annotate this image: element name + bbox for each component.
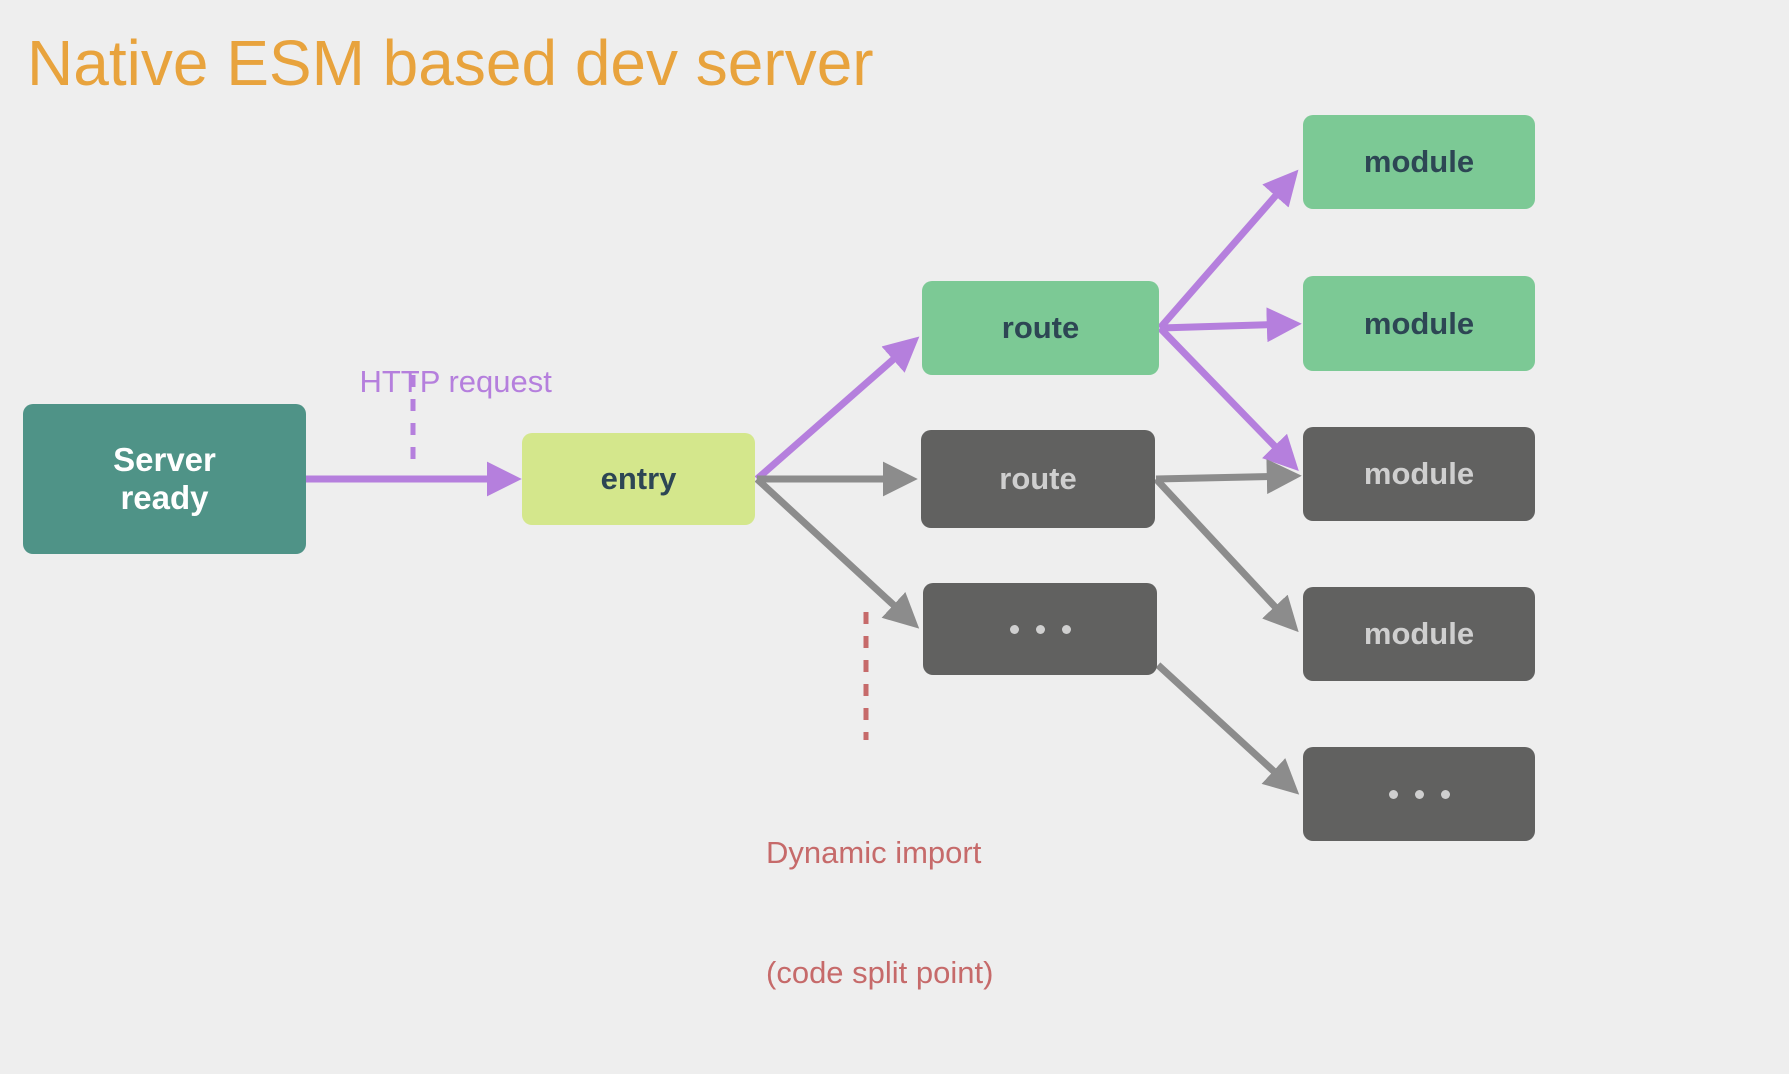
node-route-inactive[interactable]: route [921, 430, 1155, 528]
edge-route-inactive-to-module-3 [1155, 459, 1302, 495]
edge-entry-to-route-active [754, 336, 920, 482]
http-request-text: HTTP request [359, 364, 552, 400]
node-module-3-label: module [1363, 456, 1475, 492]
node-entry[interactable]: entry [522, 433, 755, 525]
node-route-inactive-label: route [999, 461, 1077, 497]
node-module-1[interactable]: module [1303, 115, 1535, 209]
diagram-canvas: Native ESM based dev server HT [23, 27, 1535, 991]
edge-entry-to-routes-more [754, 476, 920, 629]
node-module-4[interactable]: module [1303, 587, 1535, 681]
node-entry-label: entry [600, 461, 677, 497]
dynamic-import-line-1: Dynamic import [766, 834, 982, 870]
ellipsis-icon [1009, 624, 1071, 634]
edge-route-active-to-module-1 [1157, 169, 1299, 331]
node-modules-more[interactable] [1303, 747, 1535, 841]
node-routes-more[interactable] [923, 583, 1157, 675]
edge-routes-more-to-modules-more [1155, 662, 1300, 795]
edge-route-inactive-to-module-4 [1153, 476, 1299, 633]
node-module-2[interactable]: module [1303, 276, 1535, 371]
node-server-ready[interactable]: Server ready [23, 404, 306, 554]
node-module-2-label: module [1363, 305, 1475, 341]
dynamic-import-label: Dynamic import (code split point) [766, 752, 993, 1074]
edge-route-active-to-module-2 [1159, 307, 1302, 343]
dynamic-import-line-2: (code split point) [766, 955, 994, 991]
node-module-4-label: module [1363, 616, 1475, 652]
node-route-active[interactable]: route [922, 281, 1159, 375]
node-server-ready-line-1: Server [113, 441, 216, 479]
node-route-active-label: route [1001, 310, 1080, 346]
node-module-3[interactable]: module [1303, 427, 1535, 521]
node-server-ready-line-2: ready [120, 479, 209, 516]
edge-route-active-to-module-3 [1157, 325, 1299, 472]
ellipsis-icon [1388, 789, 1450, 799]
http-request-label: HTTP request [325, 322, 552, 443]
page-title: Native ESM based dev server [27, 27, 874, 99]
node-module-1-label: module [1363, 144, 1475, 180]
